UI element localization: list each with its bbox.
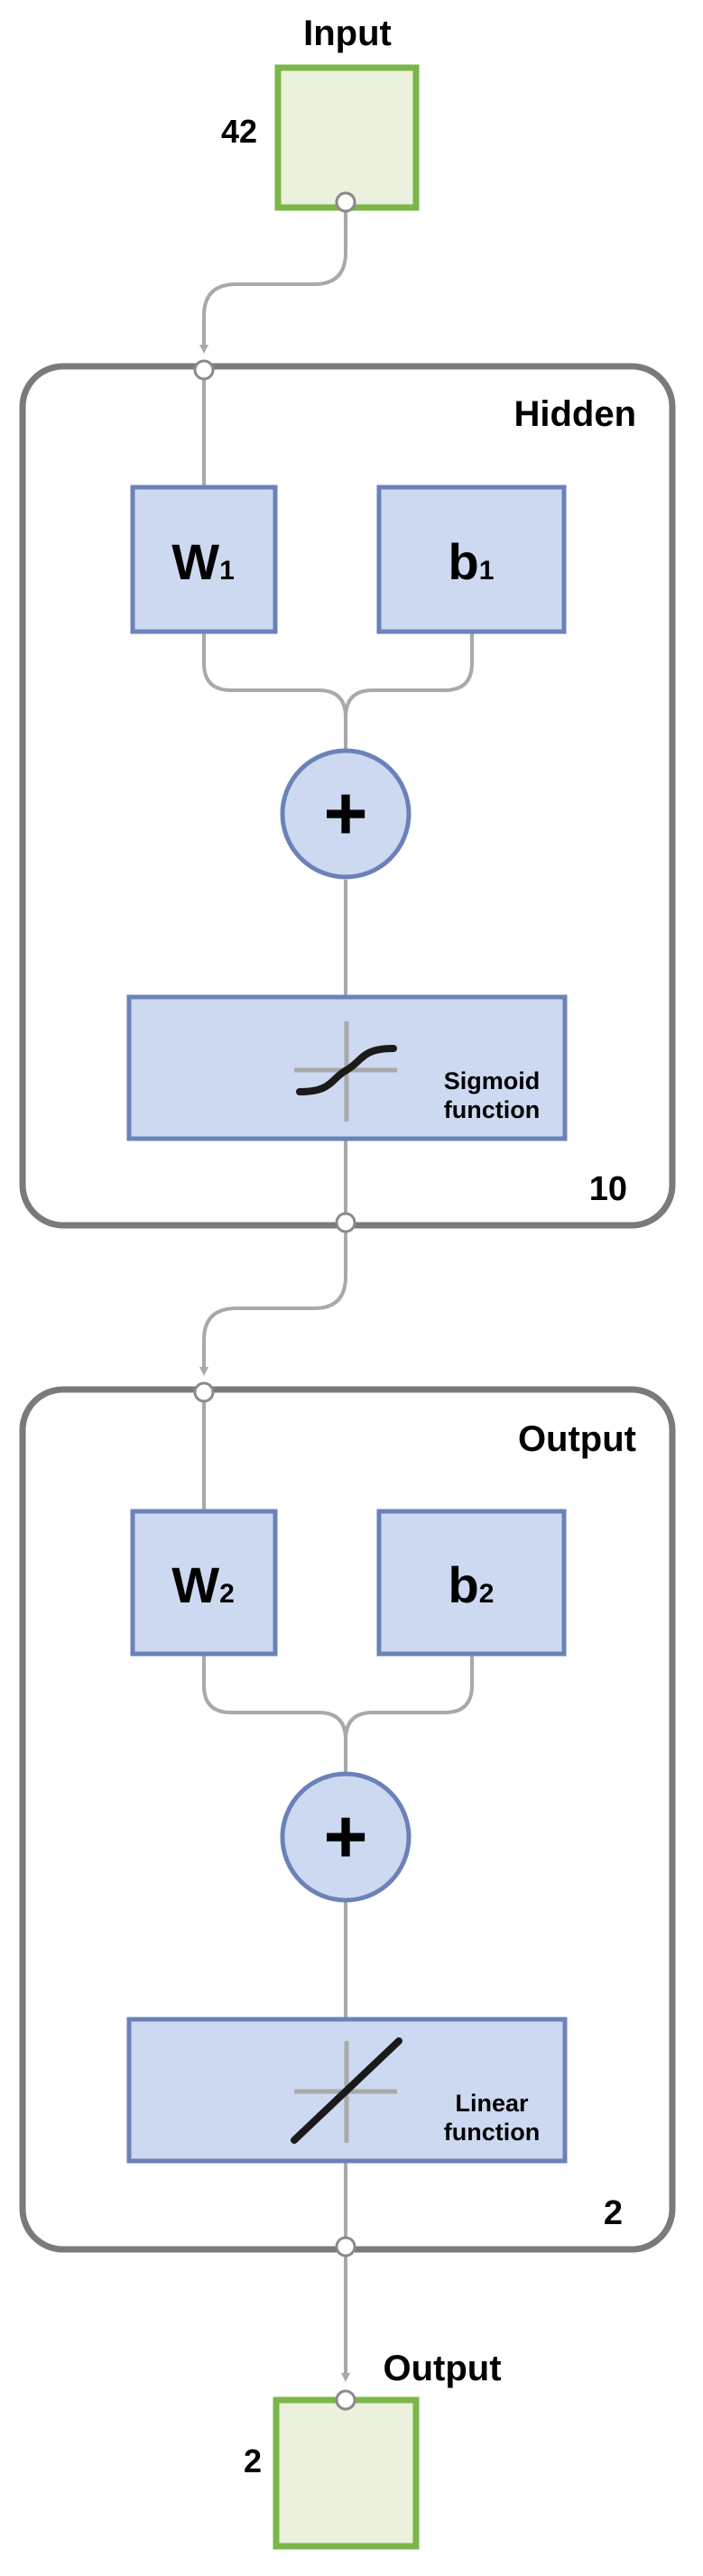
output-sum-symbol: + bbox=[323, 1794, 367, 1879]
output-box bbox=[273, 2396, 420, 2550]
output-layer-input-port bbox=[193, 1381, 215, 1403]
input-box bbox=[274, 64, 420, 211]
hidden-bias-subscript: 1 bbox=[479, 556, 495, 586]
hidden-layer-title: Hidden bbox=[513, 394, 636, 434]
hidden-layer-size: 10 bbox=[589, 1170, 627, 1208]
output-bias-block: b2 bbox=[376, 1509, 567, 1657]
sigmoid-curve-icon bbox=[294, 1021, 397, 1122]
output-transfer-block: Linear function bbox=[126, 2017, 568, 2164]
hidden-sum-node: + bbox=[280, 748, 412, 880]
output-size: 2 bbox=[244, 2442, 262, 2479]
output-layer-title: Output bbox=[518, 1419, 636, 1459]
output-layer-output-port bbox=[335, 2236, 356, 2257]
svg-text:W1: W1 bbox=[171, 533, 235, 590]
hidden-sum-symbol: + bbox=[323, 771, 367, 855]
linear-function-label-line2: function bbox=[444, 2119, 540, 2146]
linear-line-icon bbox=[291, 2037, 402, 2144]
svg-text:b2: b2 bbox=[449, 1556, 495, 1613]
svg-text:b1: b1 bbox=[449, 533, 495, 590]
hidden-weight-wire bbox=[202, 632, 347, 776]
output-node: Output 2 bbox=[244, 2349, 502, 2550]
input-title: Input bbox=[303, 14, 392, 53]
hidden-output-port bbox=[335, 1212, 356, 1233]
input-box-port bbox=[335, 191, 356, 213]
output-sum-node: + bbox=[280, 1771, 412, 1903]
output-layer-size: 2 bbox=[604, 2194, 623, 2232]
output-input-port bbox=[335, 2389, 356, 2411]
output-title: Output bbox=[383, 2349, 501, 2388]
sigmoid-function-label-line2: function bbox=[444, 1096, 540, 1123]
linear-function-label-line1: Linear bbox=[455, 2090, 529, 2117]
input-to-hidden-connector bbox=[199, 202, 347, 354]
output-weight-symbol: W bbox=[171, 1556, 219, 1613]
output-weight-subscript: 2 bbox=[219, 1579, 235, 1609]
hidden-transfer-block: Sigmoid function bbox=[126, 994, 568, 1141]
output-bias-subscript: 2 bbox=[479, 1579, 495, 1609]
hidden-layer: Hidden 10 W1 b1 + bbox=[19, 363, 676, 1229]
sigmoid-function-label-line1: Sigmoid bbox=[444, 1067, 541, 1094]
hidden-input-port bbox=[193, 359, 215, 381]
input-size: 42 bbox=[221, 113, 257, 150]
input-node: Input 42 bbox=[221, 14, 420, 211]
svg-text:W2: W2 bbox=[171, 1556, 235, 1613]
hidden-bias-symbol: b bbox=[449, 533, 479, 590]
hidden-weight-block: W1 bbox=[130, 485, 278, 634]
hidden-bias-wire bbox=[344, 632, 474, 718]
hidden-weight-subscript: 1 bbox=[219, 556, 235, 586]
hidden-to-output-connector bbox=[199, 1223, 347, 1376]
output-weight-wire bbox=[202, 1654, 347, 1798]
output-weight-block: W2 bbox=[130, 1509, 278, 1657]
hidden-bias-block: b1 bbox=[376, 485, 567, 634]
output-bias-symbol: b bbox=[449, 1556, 479, 1613]
output-layer: Output 2 W2 b2 + bbox=[19, 1386, 676, 2253]
output-bias-wire bbox=[344, 1654, 474, 1740]
hidden-weight-symbol: W bbox=[171, 533, 219, 590]
